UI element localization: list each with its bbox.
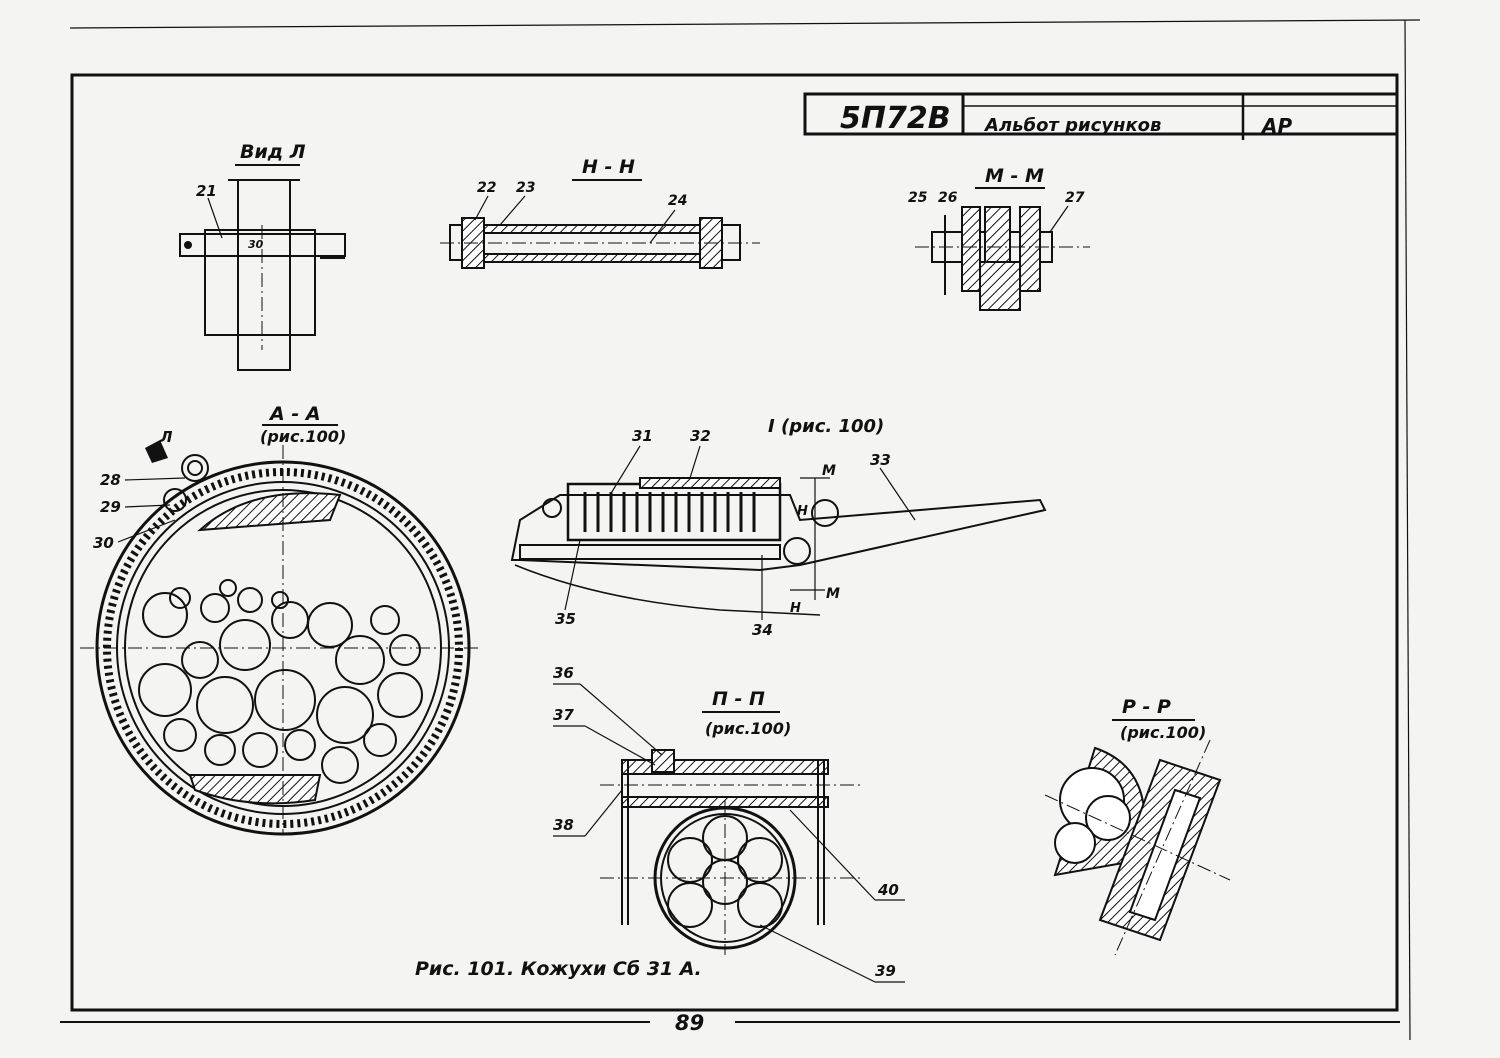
callout-29: 29 [100, 498, 121, 516]
callout-34: 34 [752, 621, 773, 639]
drawing-frame [70, 73, 1399, 1012]
page-number: 89 [675, 1011, 704, 1035]
top-edge-line [69, 19, 1421, 29]
callout-31: 31 [632, 427, 653, 445]
section-r-ref: (рис.100) [1120, 723, 1206, 742]
callout-38: 38 [553, 816, 574, 834]
marker-h-bottom: Н [790, 601, 801, 616]
spring-coils [583, 492, 756, 532]
section-a-ref: (рис.100) [260, 427, 346, 446]
detail-i: I (рис. 100) М М Н Н 31 32 33 34 35 [510, 416, 1047, 639]
callout-39: 39 [875, 962, 896, 980]
callout-36: 36 [553, 664, 574, 682]
view-l-note: 30 [248, 238, 264, 251]
view-l: Вид Л 21 30 [179, 141, 346, 371]
callout-26: 26 [938, 190, 958, 206]
cable-bundle [138, 579, 423, 784]
section-h-label: Н - Н [582, 156, 635, 178]
right-edge-line [1404, 19, 1411, 1041]
callout-32: 32 [690, 427, 711, 445]
section-h-h: Н - Н 22 23 24 [440, 156, 760, 269]
callout-25: 25 [908, 190, 928, 206]
marker-l: Л [159, 428, 173, 446]
marker-m-top: М [822, 463, 836, 479]
section-r-r: Р - Р (рис.100) [1044, 696, 1231, 956]
view-l-label: Вид Л [240, 141, 306, 163]
figure-caption: Рис. 101. Кожухи Сб 31 А. [415, 958, 702, 980]
section-r-label: Р - Р [1122, 696, 1171, 718]
callout-37: 37 [553, 706, 574, 724]
detail-i-label: I (рис. 100) [768, 416, 884, 437]
title-code: 5П72В [840, 101, 951, 136]
title-block: 5П72В Альбот рисунков АР [803, 92, 1399, 140]
title-album: Альбот рисунков [983, 115, 1161, 136]
section-a-a: А - А (рис.100) Л 28 29 [80, 403, 480, 836]
section-m-label: М - М [985, 165, 1044, 187]
section-p-p: П - П (рис.100) 36 37 38 39 40 [553, 664, 905, 983]
marker-h-top: Н [797, 504, 808, 519]
section-m-m: М - М 25 26 27 [908, 165, 1090, 311]
callout-40: 40 [877, 881, 899, 899]
callout-27: 27 [1065, 190, 1085, 206]
section-p-label: П - П [712, 688, 765, 710]
section-p-ref: (рис.100) [705, 719, 791, 738]
callout-24: 24 [668, 193, 687, 209]
callout-23: 23 [516, 180, 535, 196]
section-a-label: А - А [268, 403, 321, 425]
callout-22: 22 [477, 180, 496, 196]
callout-35: 35 [555, 610, 576, 628]
title-sheet-code: АР [1260, 114, 1292, 138]
callout-30: 30 [93, 534, 114, 552]
callout-21: 21 [196, 182, 217, 200]
callout-28: 28 [100, 471, 121, 489]
marker-m-bottom: М [826, 586, 840, 602]
callout-33: 33 [870, 451, 891, 469]
